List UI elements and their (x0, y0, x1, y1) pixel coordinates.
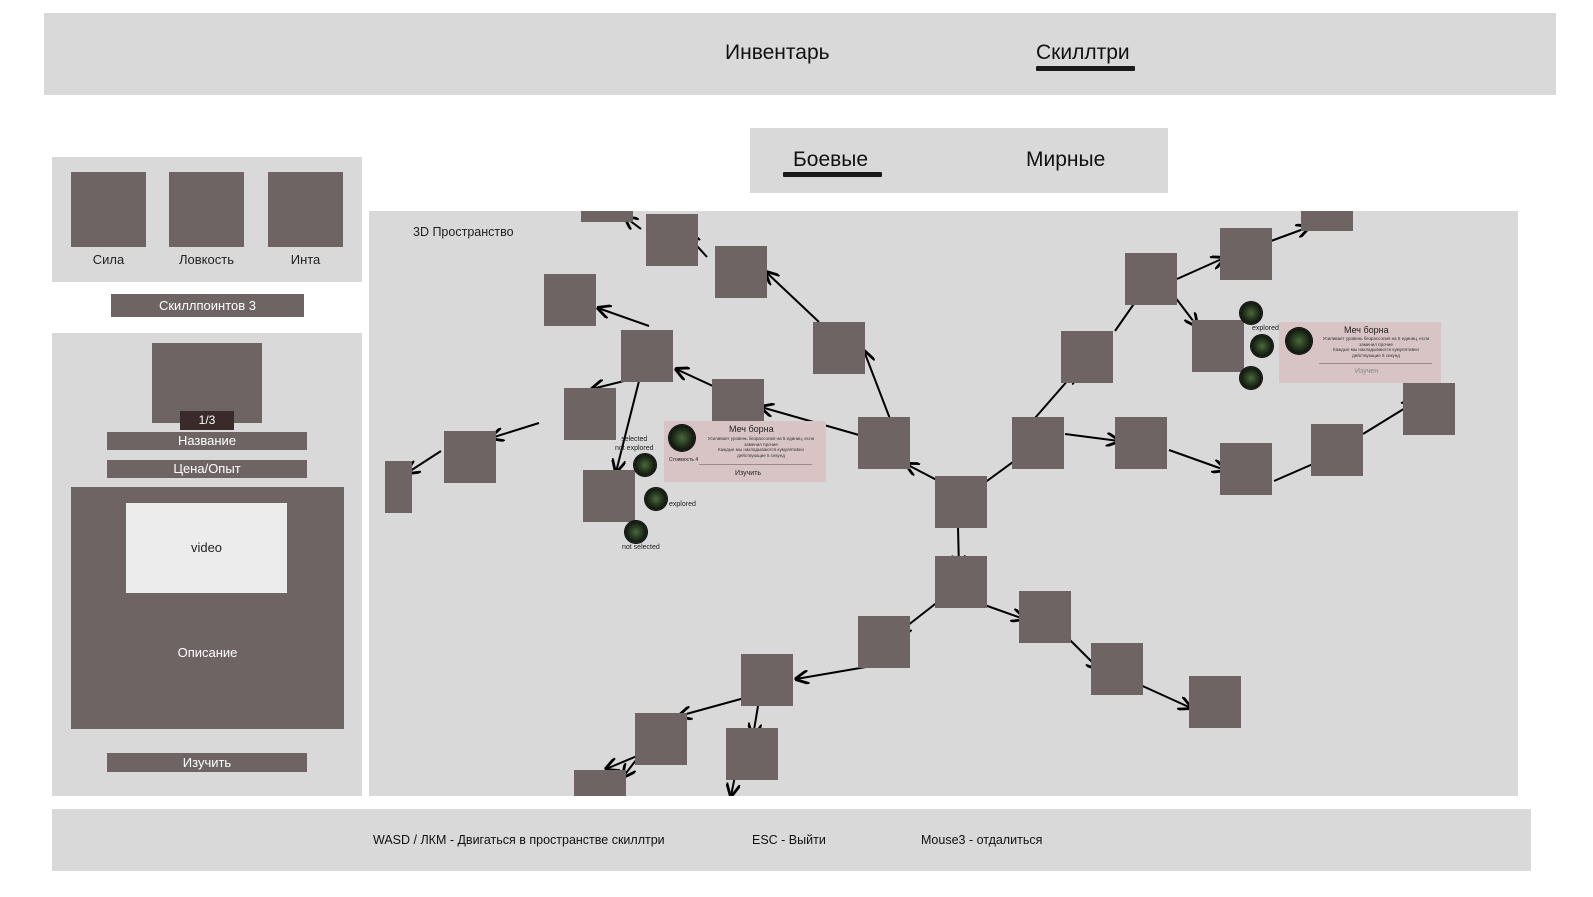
edge (676, 369, 716, 388)
skill-node-partial[interactable] (385, 461, 412, 513)
tab-skilltree-underline (1036, 66, 1135, 71)
skill-node[interactable] (813, 322, 865, 374)
skill-node[interactable] (621, 330, 673, 382)
space-label: 3D Пространство (413, 225, 514, 239)
hint-zoom-out: Mouse3 - отдалиться (921, 833, 1043, 847)
skill-node-partial[interactable] (1301, 211, 1353, 231)
skill-node[interactable] (1115, 417, 1167, 469)
tooltip-1-title: Меч борна (729, 424, 774, 434)
skill-node[interactable] (1220, 228, 1272, 280)
stat-label-strength: Сила (92, 252, 125, 267)
skill-level-badge: 1/3 (180, 411, 234, 430)
tab-combat[interactable]: Боевые (793, 148, 869, 171)
edge (1168, 449, 1225, 470)
skill-node[interactable] (444, 431, 496, 483)
skill-node[interactable] (1403, 383, 1455, 435)
edge (1176, 258, 1224, 280)
skill-node[interactable] (583, 470, 635, 522)
intellect-icon[interactable] (268, 172, 343, 247)
skill-node[interactable] (741, 654, 793, 706)
hint-exit: ESC - Выйти (752, 833, 826, 847)
edge (598, 308, 650, 327)
skill-node[interactable] (544, 274, 596, 326)
skill-node[interactable] (726, 728, 778, 780)
skill-node[interactable] (858, 616, 910, 668)
skill-node[interactable] (1220, 443, 1272, 495)
edge (491, 422, 540, 438)
skill-node[interactable] (1019, 591, 1071, 643)
state-orb-not-selected (625, 521, 647, 543)
skilltree-3d-space[interactable]: 3D Пространство (369, 211, 1518, 796)
skill-node[interactable] (1311, 424, 1363, 476)
tooltip-1-learn[interactable]: Изучить (735, 470, 762, 477)
edge (766, 272, 820, 323)
tooltip-1-cost: Стоимость 4 (669, 457, 699, 463)
agility-icon[interactable] (169, 172, 244, 247)
stat-label-intellect: Инта (290, 252, 321, 267)
skill-icon (152, 343, 262, 423)
tooltip-1-description: Усиливает уровень безрассолия на 5 едини… (707, 436, 815, 458)
tooltip-2-divider (1319, 363, 1432, 364)
edge (616, 380, 640, 472)
skill-orb-icon (669, 425, 695, 451)
tree-tabs-bar (750, 128, 1168, 193)
skill-node[interactable] (935, 556, 987, 608)
skill-node[interactable] (935, 476, 987, 528)
edge (864, 351, 893, 425)
skill-node[interactable] (715, 246, 767, 298)
skill-name: Название (107, 432, 307, 450)
state-label-explored: explored (669, 501, 696, 508)
state-label-explored-2: explored (1252, 325, 1279, 332)
controls-footer (52, 809, 1531, 871)
tab-skilltree[interactable]: Скиллтри (1036, 41, 1130, 64)
skill-node[interactable] (1125, 253, 1177, 305)
edge (1064, 434, 1119, 441)
tab-combat-underline (783, 172, 882, 177)
skill-node[interactable] (1192, 320, 1244, 372)
skill-node[interactable] (1012, 417, 1064, 469)
edge (407, 450, 442, 473)
tooltip-2-learned: Изучен (1355, 368, 1379, 375)
tab-peaceful[interactable]: Мирные (1026, 148, 1106, 171)
skill-node[interactable] (1091, 643, 1143, 695)
tab-inventory[interactable]: Инвентарь (725, 41, 830, 64)
state-orb-explored (1240, 302, 1262, 324)
state-orb-explored (645, 488, 667, 510)
skill-node-partial[interactable] (574, 770, 626, 796)
skill-node[interactable] (1061, 331, 1113, 383)
edge (1135, 682, 1191, 708)
tooltip-2-description: Усиливает уровень безрассолия на 5 едини… (1322, 336, 1430, 358)
skillpoints-counter: Скиллпоинтов 3 (111, 294, 304, 317)
skill-node[interactable] (646, 214, 698, 266)
state-orb-not-selected (1240, 367, 1262, 389)
top-nav-bar (44, 13, 1556, 95)
skill-node[interactable] (635, 713, 687, 765)
skill-description: Описание (177, 645, 238, 660)
stat-label-agility: Ловкость (179, 252, 234, 267)
tooltip-1-divider (699, 464, 812, 465)
state-label-selected-not-explored: selected not explored (615, 436, 654, 452)
skill-orb-icon (1286, 328, 1312, 354)
skill-node[interactable] (564, 388, 616, 440)
edge (796, 666, 867, 679)
skill-video[interactable]: video (126, 503, 287, 593)
state-orb-selected (1251, 335, 1273, 357)
state-orb-selected-not-explored (634, 454, 656, 476)
skill-node[interactable] (1189, 676, 1241, 728)
state-label-not-selected: not selected (622, 544, 660, 551)
skill-node-partial[interactable] (581, 211, 633, 222)
hint-move: WASD / ЛКМ - Двигаться в пространстве ск… (373, 833, 665, 847)
tooltip-2-title: Меч борна (1344, 325, 1389, 335)
skill-cost: Цена/Опыт (107, 460, 307, 478)
skill-node[interactable] (858, 417, 910, 469)
edge (679, 696, 749, 716)
learn-skill-button[interactable]: Изучить (107, 753, 307, 772)
strength-icon[interactable] (71, 172, 146, 247)
